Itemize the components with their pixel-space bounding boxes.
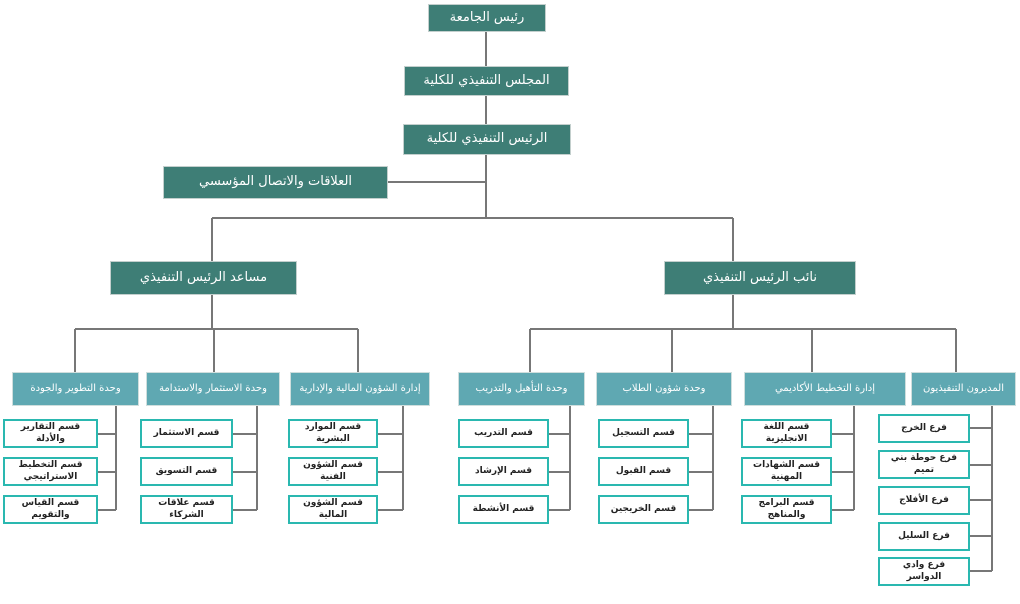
org-box-dept-human-resources: قسم الموارد البشرية xyxy=(288,419,378,448)
org-box-dept-activities: قسم الأنشطة xyxy=(458,495,549,524)
connector-group xyxy=(74,32,993,572)
org-box-dept-professional-certificates: قسم الشهادات المهنية xyxy=(741,457,832,486)
org-box-dept-graduates: قسم الخريجين xyxy=(598,495,689,524)
org-box-deputy-ceo: نائب الرئيس التنفيذي xyxy=(664,261,856,295)
org-box-branch-alkharj: فرع الخرج xyxy=(878,414,970,443)
org-box-dept-guidance: قسم الإرشاد xyxy=(458,457,549,486)
org-box-unit-academic-planning: إدارة التخطيط الأكاديمي xyxy=(744,372,906,406)
org-box-branch-hotat-bani-tamim: فرع حوطة بني تميم xyxy=(878,450,970,479)
org-box-branch-assulayyil: فرع السليل xyxy=(878,522,970,551)
org-box-dept-investment: قسم الاستثمار xyxy=(140,419,233,448)
org-box-dept-financial-affairs: قسم الشؤون المالية xyxy=(288,495,378,524)
org-box-institutional-relations: العلاقات والاتصال المؤسسي xyxy=(163,166,388,199)
org-box-branch-alaflaj: فرع الأفلاج xyxy=(878,486,970,515)
org-box-unit-investment-sustainability: وحدة الاستثمار والاستدامة xyxy=(146,372,280,406)
org-box-dept-english-language: قسم اللغة الانجليزية xyxy=(741,419,832,448)
org-box-dept-technical-affairs: قسم الشؤون الفنية xyxy=(288,457,378,486)
org-box-executive-council: المجلس التنفيذي للكلية xyxy=(404,66,569,96)
org-box-chief-executive: الرئيس التنفيذي للكلية xyxy=(403,124,571,155)
org-box-dept-partner-relations: قسم علاقات الشركاء xyxy=(140,495,233,524)
org-box-dept-strategic-planning: قسم التخطيط الاستراتيجي xyxy=(3,457,98,486)
org-box-dept-admission: قسم القبول xyxy=(598,457,689,486)
org-box-branch-wadi-aldawasir: فرع وادي الدواسر xyxy=(878,557,970,586)
org-box-dept-programs-curricula: قسم البرامج والمناهج xyxy=(741,495,832,524)
org-box-unit-qualification-training: وحدة التأهيل والتدريب xyxy=(458,372,585,406)
org-box-dept-measurement-evaluation: قسم القياس والتقويم xyxy=(3,495,98,524)
org-box-dept-marketing: قسم التسويق xyxy=(140,457,233,486)
org-box-unit-executive-directors: المديرون التنفيذيون xyxy=(911,372,1016,406)
org-box-unit-financial-admin-affairs: إدارة الشؤون المالية والإدارية xyxy=(290,372,430,406)
org-box-assistant-ceo: مساعد الرئيس التنفيذي xyxy=(110,261,297,295)
org-box-dept-registration: قسم التسجيل xyxy=(598,419,689,448)
org-box-dept-reports-evidence: قسم التقارير والأدلة xyxy=(3,419,98,448)
org-box-unit-development-quality: وحدة التطوير والجودة xyxy=(12,372,139,406)
org-box-unit-student-affairs: وحدة شؤون الطلاب xyxy=(596,372,732,406)
org-box-dept-training: قسم التدريب xyxy=(458,419,549,448)
org-box-university-president: رئيس الجامعة xyxy=(428,4,546,32)
